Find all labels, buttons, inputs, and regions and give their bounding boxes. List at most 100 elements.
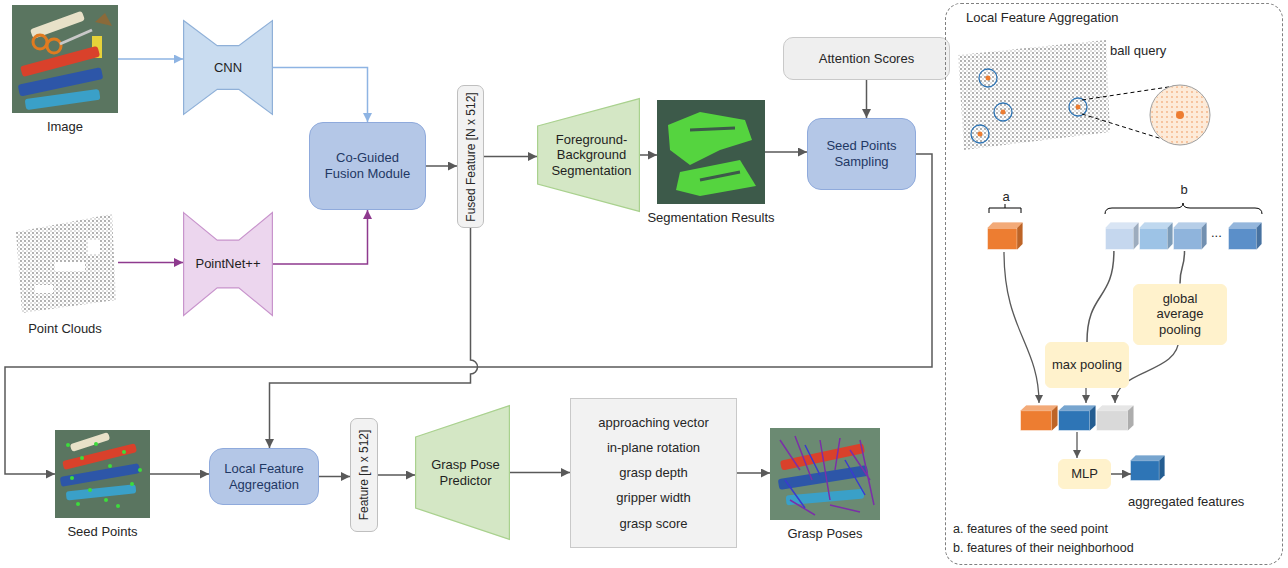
input-box: Attention Scores (783, 37, 950, 80)
output-item: approaching vector (598, 415, 709, 431)
anchor-area (1131, 456, 1166, 482)
feature-label: Fused Feature [N x 512] (463, 92, 477, 221)
connector (737, 472, 770, 474)
encoder-shape: PointNet++ (183, 212, 273, 316)
feature-box: Feature [n x 512] (350, 418, 378, 532)
box-label: Seed Points Sampling (816, 138, 907, 169)
scene-photo (12, 5, 118, 113)
seed-points-picture (55, 430, 150, 518)
anchor-area (1106, 223, 1263, 251)
image-caption: Grasp Poses (787, 526, 862, 542)
output-feature-cube: aggregated features (1128, 454, 1258, 516)
connector (426, 165, 457, 167)
outline-polygon (538, 99, 640, 212)
feature-box: Fused Feature [N x 512] (457, 85, 484, 228)
text-area: MLP (1059, 460, 1110, 488)
ball-query-illustration (958, 40, 1210, 150)
connector (118, 58, 183, 60)
output-box: approaching vector in-plane rotation grasp… (570, 398, 737, 548)
text-area: Co-Guided Fusion Module (310, 123, 425, 209)
connector (510, 472, 570, 474)
connector (484, 156, 537, 158)
connector (1111, 473, 1131, 475)
image-caption: Point Clouds (28, 321, 102, 337)
part-letter: b (1180, 182, 1187, 198)
detail-panel: Local Feature Aggregation a b... max poolin… (945, 3, 1283, 565)
segmentation-picture (657, 100, 765, 204)
note-label: ball query (1110, 43, 1166, 59)
anchor-area (988, 223, 1024, 251)
output-item: in-plane rotation (607, 440, 700, 456)
feature-cubes (987, 203, 1262, 481)
grasp-poses-picture (770, 428, 880, 520)
encoder-shape: CNN (183, 20, 273, 115)
connector (1180, 251, 1185, 284)
connector (273, 68, 368, 123)
outline-polygon (184, 213, 273, 316)
seed-feature-cube: a (986, 187, 1026, 253)
box-label: Attention Scores (819, 51, 914, 67)
anchor-area (12, 5, 118, 113)
text-area: max pooling (1046, 343, 1128, 387)
operation-tag: MLP (1058, 459, 1111, 489)
connector (319, 476, 350, 478)
process-box: Seed Points Sampling (807, 118, 916, 190)
part-letter: a (1002, 189, 1009, 205)
image-caption: Image (47, 119, 83, 135)
panel-title: Local Feature Aggregation (966, 10, 1119, 26)
process-box: Co-Guided Fusion Module (309, 122, 426, 210)
anchor-area (770, 428, 880, 520)
output-item: gripper width (616, 490, 690, 506)
connector (118, 262, 183, 264)
connector (1087, 251, 1114, 342)
grasp-poses-thumbnail: Grasp Poses (770, 428, 880, 546)
connector (270, 228, 478, 448)
note-label: a. features of the seed point (953, 522, 1108, 537)
anchor-area (12, 210, 118, 315)
image-caption: Seed Points (67, 524, 137, 540)
cube-caption: aggregated features (1128, 494, 1244, 510)
outline-polygon (184, 21, 273, 115)
network-label: CNN (214, 60, 242, 76)
box-label: global average pooling (1139, 291, 1221, 338)
aggregation-arrows (1004, 252, 1179, 458)
network-shape: Grasp Pose Predictor (415, 405, 510, 540)
anchor-area (55, 430, 150, 518)
connector (765, 151, 807, 153)
text-area: Grasp Pose Predictor (415, 405, 510, 540)
anchor-area (657, 100, 765, 204)
feature-label: Feature [n x 512] (357, 430, 371, 521)
box-label: max pooling (1052, 357, 1122, 373)
text-area: approaching vector in-plane rotation grasp… (571, 399, 736, 547)
output-item: grasp depth (619, 465, 688, 481)
image-caption: Segmentation Results (647, 210, 774, 226)
neighbor-feature-cubes: b... (1101, 181, 1267, 253)
connector (150, 473, 209, 475)
note-label: b. features of their neighborhood (953, 541, 1134, 556)
segmentation-thumbnail: Segmentation Results (657, 100, 765, 230)
point-cloud-picture (16, 214, 116, 313)
output-item: grasp score (620, 516, 688, 532)
connector (273, 210, 368, 264)
connector (378, 474, 415, 476)
text-area: global average pooling (1134, 285, 1226, 344)
image-thumbnail: Image (12, 5, 118, 139)
text-area: Seed Points Sampling (808, 119, 915, 189)
network-label: PointNet++ (195, 256, 260, 272)
network-shape: Foreground-Background Segmentation (537, 98, 640, 212)
network-label: Grasp Pose Predictor (427, 457, 504, 488)
network-label: Foreground-Background Segmentation (549, 132, 634, 179)
text-area: CNN (183, 20, 273, 115)
text-area: Attention Scores (784, 38, 949, 79)
outline-polygon (416, 406, 510, 540)
ellipsis: ... (1211, 225, 1222, 241)
box-label: MLP (1071, 466, 1098, 482)
point-cloud-thumbnail: Point Clouds (12, 210, 118, 341)
text-area: PointNet++ (183, 212, 273, 316)
operation-tag: max pooling (1045, 342, 1129, 388)
seed-points-thumbnail: Seed Points (55, 430, 150, 544)
box-label: Co-Guided Fusion Module (318, 150, 417, 181)
connector (640, 154, 657, 156)
connector (866, 80, 868, 118)
process-box: Local Feature Aggregation (209, 448, 319, 505)
